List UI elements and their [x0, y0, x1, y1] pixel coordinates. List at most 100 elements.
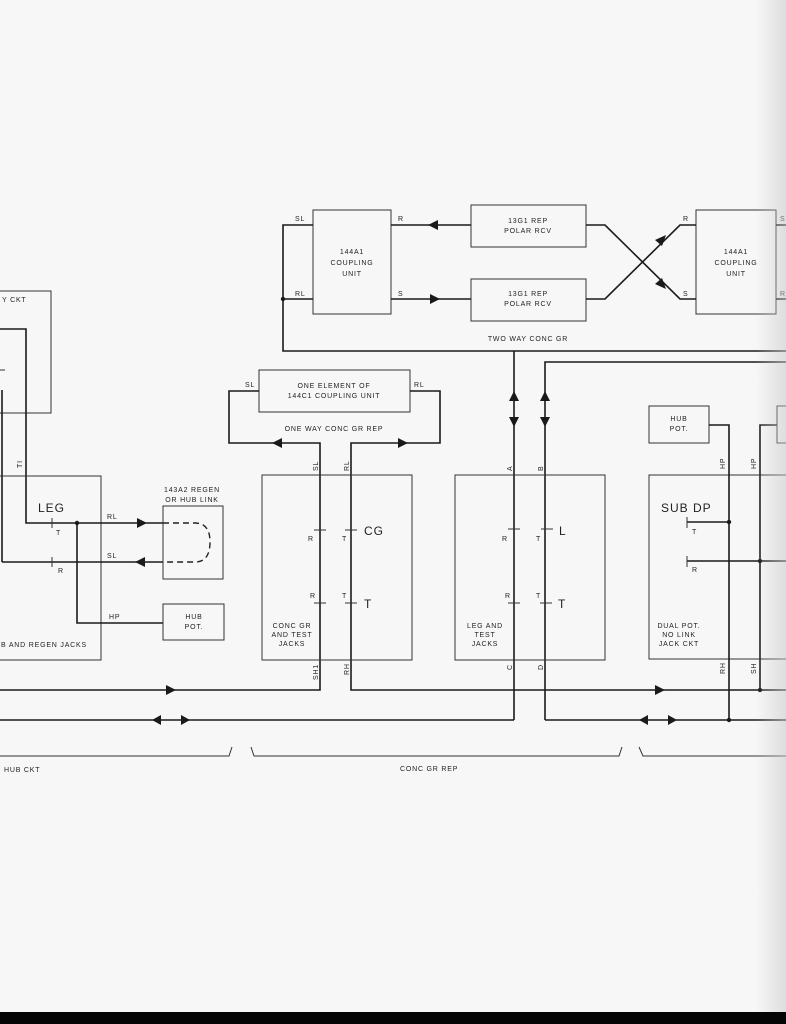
port-r-label: R [398, 216, 404, 223]
arrow-left-icon [272, 438, 282, 448]
one-way-sl-label: SL [245, 382, 255, 389]
leg-box: LEG T R RL SL HP B AND REGEN JACKS [0, 475, 163, 661]
one-way-element: ONE ELEMENT OF 144C1 COUPLING UNIT SL RL… [0, 369, 673, 691]
hub-pot-left-line1: HUB [185, 614, 202, 621]
leg-jack-r: R [58, 568, 64, 575]
jack-t-label: T [536, 593, 541, 600]
one-way-rl-label: RL [414, 382, 425, 389]
jack-t-label: T [342, 536, 347, 543]
arrow-right-icon [166, 685, 176, 695]
wire-b-label: B [538, 466, 545, 471]
rep-top-box [470, 204, 587, 248]
arrow-up-icon [540, 391, 550, 401]
jack-r-label: R [505, 593, 511, 600]
leg-test-jacks-box [454, 474, 606, 661]
right-port-s-label: S [683, 291, 688, 298]
right-port-r-label: R [683, 216, 689, 223]
wire-hp-label: HP [720, 458, 727, 469]
arrow-right-icon [430, 294, 440, 304]
wire-rl-label: RL [107, 514, 118, 521]
one-way-element-line1: ONE ELEMENT OF [298, 383, 371, 390]
jack-r-label: R [308, 536, 314, 543]
conc-gr-jacks-box [261, 474, 413, 661]
braces: HUB CKT CONC GR REP [0, 746, 786, 774]
regen-link: 143A2 REGEN OR HUB LINK [162, 487, 224, 580]
wire-rl-label: RL [344, 460, 351, 471]
hub-ckt-label: HUB CKT [4, 767, 40, 774]
arrow-down-icon [509, 417, 519, 427]
wire-hp-label: HP [751, 458, 758, 469]
coupling-unit-left-line3: UNIT [342, 271, 362, 278]
arrow-down-right-icon [655, 278, 666, 289]
t-label: T [558, 597, 566, 611]
cg-label: CG [364, 524, 384, 538]
hub-pot-left-box [162, 603, 225, 641]
conc-gr-caption-3: JACKS [279, 641, 306, 648]
ti-label: TI [17, 460, 24, 468]
wire-c-label: C [507, 664, 514, 670]
coupling-unit-left-box [312, 209, 392, 315]
sub-dp-caption-1: DUAL POT. [657, 623, 700, 630]
rep-top-line2: POLAR RCV [504, 228, 552, 235]
arrow-left-icon [152, 715, 161, 725]
wire-rh-label: RH [720, 662, 727, 674]
wire-sl-label: SL [107, 553, 117, 560]
l-label: L [559, 524, 567, 538]
wire-hp-label: HP [109, 614, 120, 621]
conc-gr-caption-2: AND TEST [272, 632, 313, 639]
rep-top-line1: 13G1 REP [508, 218, 548, 225]
sub-dp-caption-3: JACK CKT [659, 641, 699, 648]
leg-title: LEG [38, 501, 65, 515]
hub-pot-right-line2: POT. [670, 426, 689, 433]
port-s-label: S [398, 291, 403, 298]
bottom-border [0, 1012, 786, 1024]
regen-link-line1: 143A2 REGEN [164, 487, 220, 494]
coupling-unit-right-line2: COUPLING [715, 260, 758, 267]
arrow-left-icon [639, 715, 648, 725]
sub-dp-jack-t: T [692, 529, 697, 536]
right-port-r2-label: R [780, 291, 786, 298]
arrow-right-icon [137, 518, 147, 528]
coupling-unit-right: 144A1 COUPLING UNIT R S S R [683, 209, 786, 315]
port-rl-label: RL [295, 291, 306, 298]
jack-t-label: T [342, 593, 347, 600]
hub-pot-left: HUB POT. [162, 603, 225, 641]
rep-bottom-line1: 13G1 REP [508, 291, 548, 298]
hub-pot-far-right-box [776, 405, 786, 444]
right-port-s2-label: S [780, 216, 785, 223]
arrow-left-icon [135, 557, 145, 567]
arrow-right-icon [655, 685, 665, 695]
hub-pot-left-line2: POT. [185, 624, 204, 631]
sub-dp-caption-2: NO LINK [662, 632, 696, 639]
regen-link-line2: OR HUB LINK [165, 497, 219, 504]
coupling-unit-left: 144A1 COUPLING UNIT SL RL R S [295, 209, 404, 315]
coupling-unit-left-line2: COUPLING [331, 260, 374, 267]
left-circuit-title: Y CKT [2, 297, 27, 304]
wire-rh-label: RH [344, 663, 351, 675]
coupling-unit-left-line1: 144A1 [340, 249, 364, 256]
coupling-unit-right-line3: UNIT [726, 271, 746, 278]
leg-test-caption-3: JACKS [472, 641, 499, 648]
arrow-right-icon [668, 715, 677, 725]
jack-t-label: T [536, 536, 541, 543]
hub-pot-right-box [648, 405, 710, 444]
sub-dp-title: SUB DP [661, 501, 712, 515]
rep-bottom-box [470, 278, 587, 322]
arrow-up-icon [509, 391, 519, 401]
port-sl-label: SL [295, 216, 305, 223]
wire-sh1-label: SH1 [313, 664, 320, 680]
conc-gr-rep-label: CONC GR REP [400, 766, 458, 773]
conc-gr-jacks: SL RL R T R T CG T CONC GR AND TEST JACK… [261, 460, 413, 680]
arrow-down-icon [540, 417, 550, 427]
hub-pot-right-line1: HUB [670, 416, 687, 423]
one-way-element-line2: 144C1 COUPLING UNIT [288, 393, 381, 400]
arrow-left-icon [428, 220, 438, 230]
rep-top: 13G1 REP POLAR RCV [470, 204, 587, 248]
left-circuit: Y CKT TI [0, 290, 53, 562]
t-label: T [364, 597, 372, 611]
wire-sh-label: SH [751, 663, 758, 674]
wire-d-label: D [538, 664, 545, 670]
rep-bottom: 13G1 REP POLAR RCV [470, 278, 587, 322]
jack-r-label: R [310, 593, 316, 600]
